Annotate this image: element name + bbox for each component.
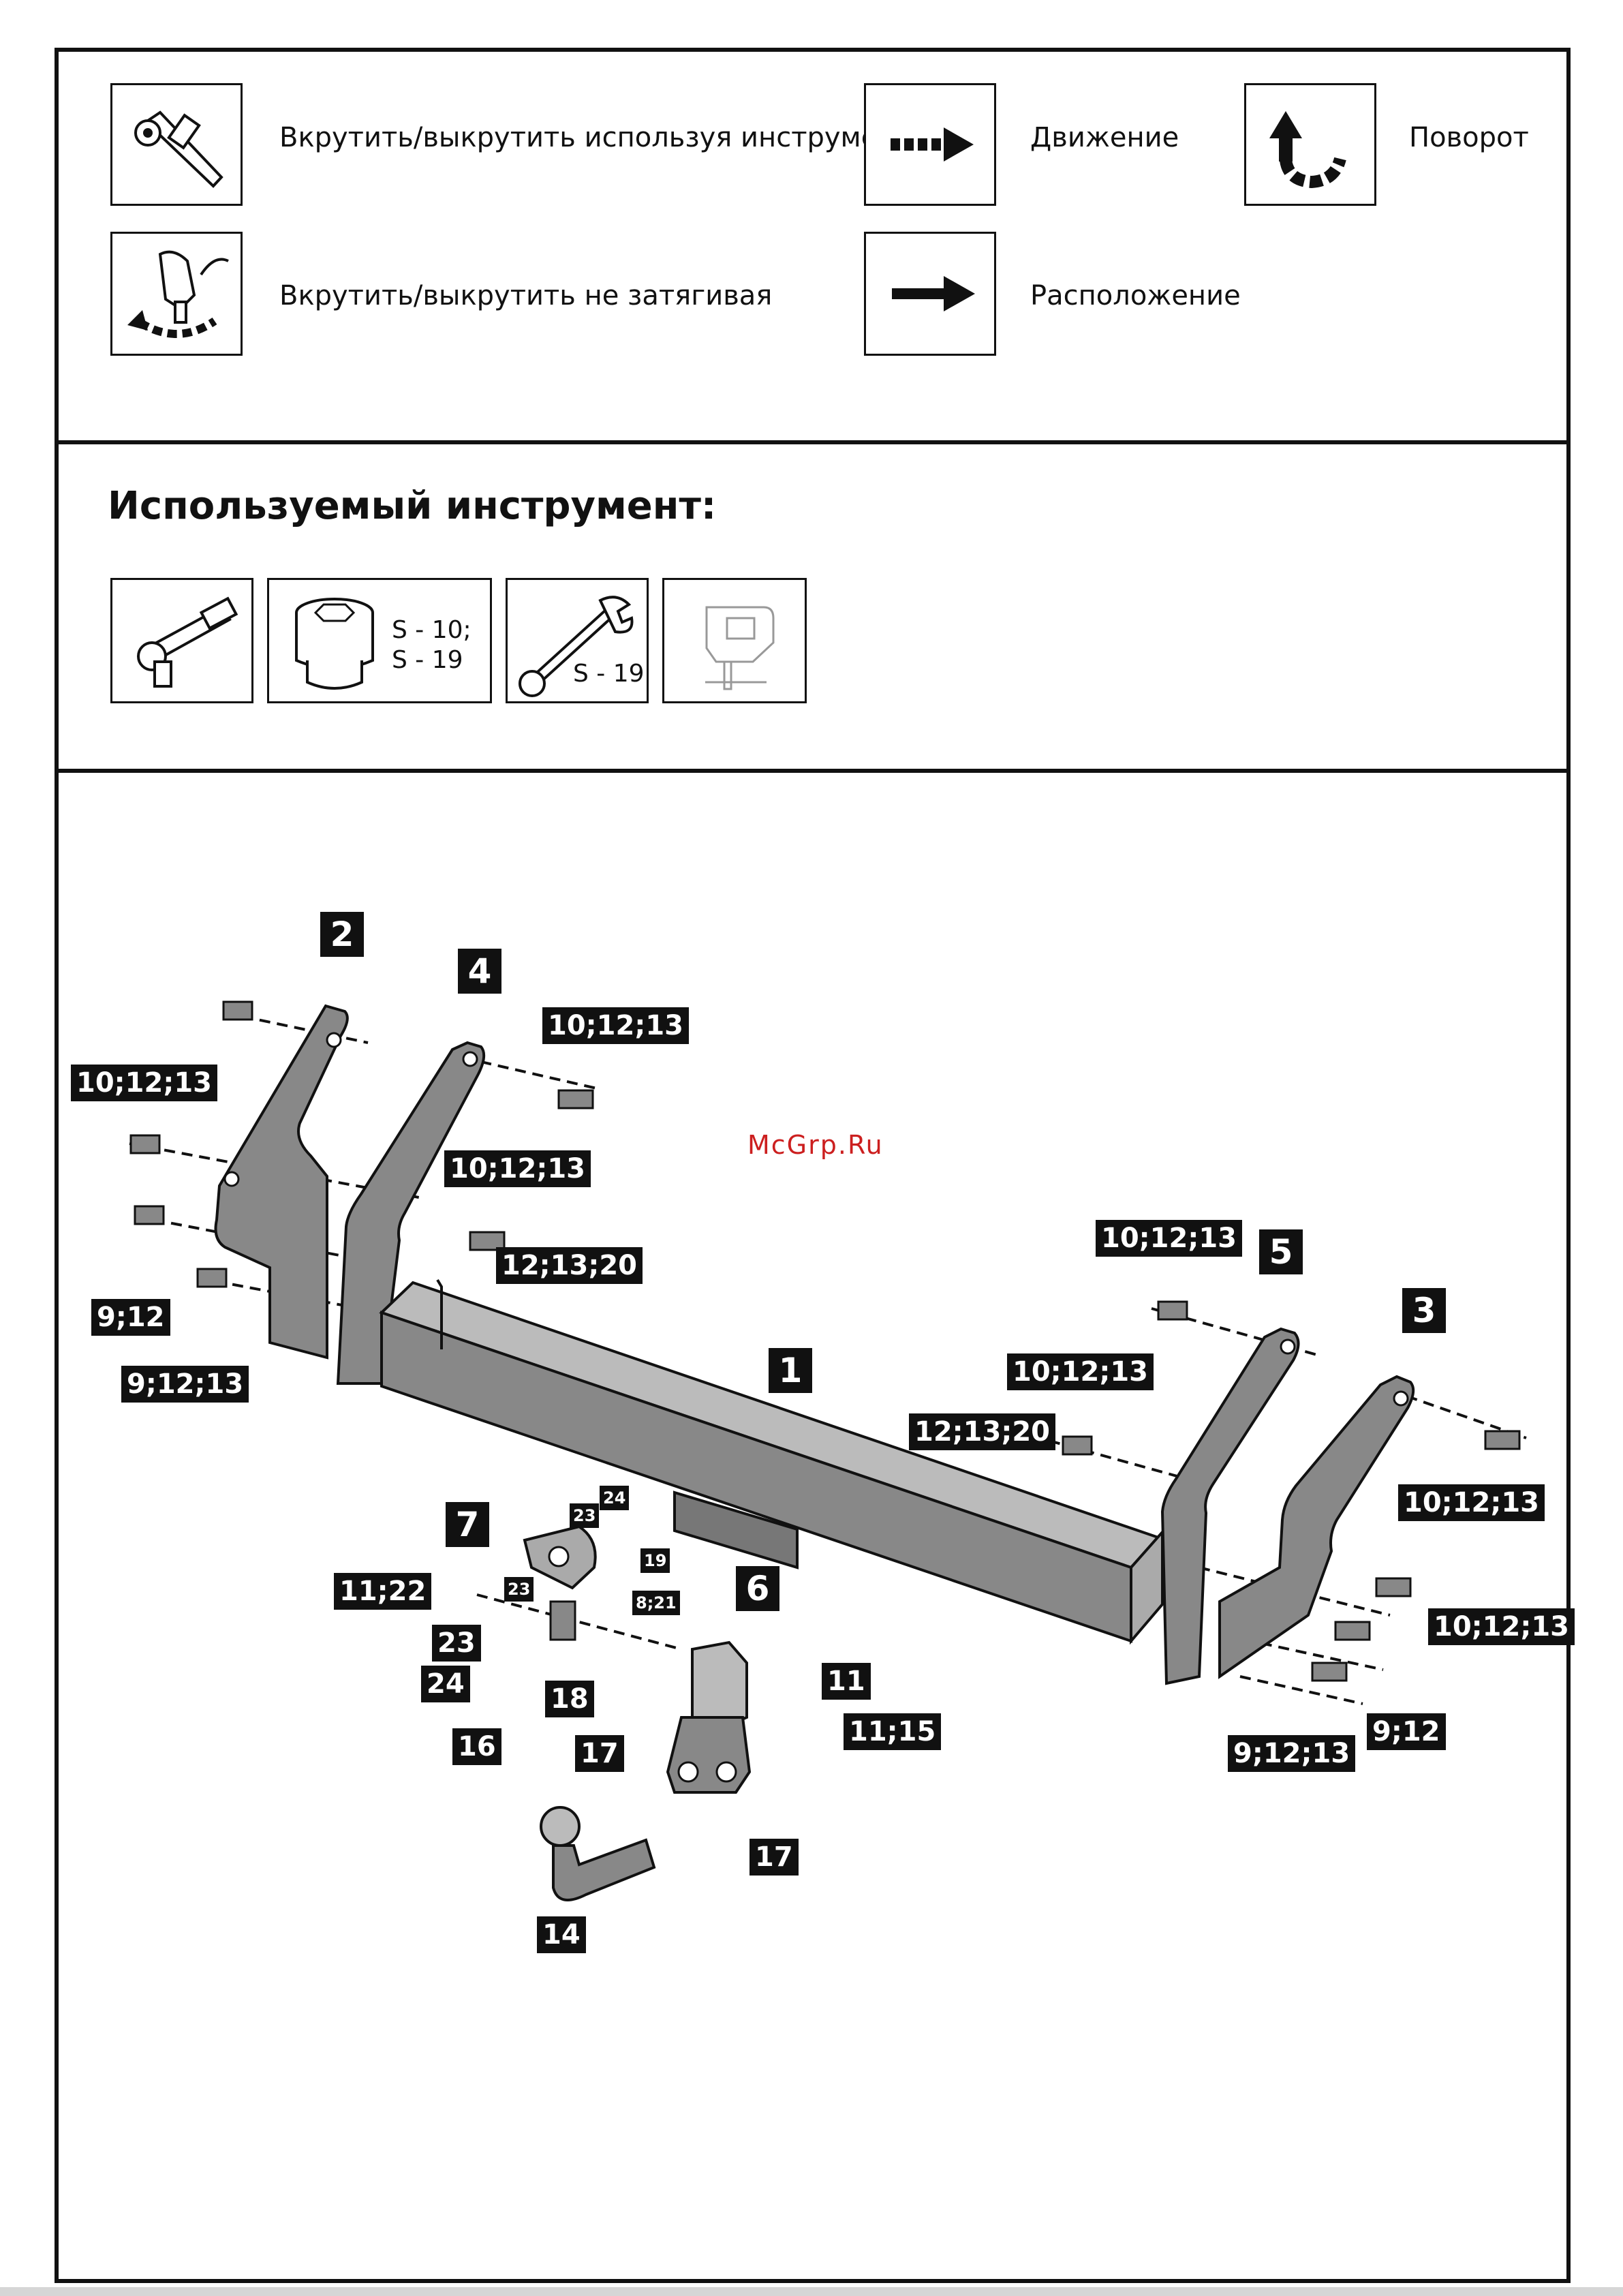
callout-part-3: 3 bbox=[1402, 1288, 1446, 1333]
callout-part-17: 17 bbox=[749, 1839, 799, 1876]
callout-part-17: 17 bbox=[575, 1735, 624, 1772]
callout-part-18: 18 bbox=[545, 1681, 594, 1717]
ball-hitch-14 bbox=[540, 1806, 656, 1901]
dashed-arrow-icon bbox=[864, 83, 996, 206]
socket-icon: S - 10; S - 19 bbox=[267, 578, 492, 703]
ratchet-wrench-icon bbox=[110, 83, 243, 206]
callout-fastener-12-13-20: 12;13;20 bbox=[496, 1247, 643, 1284]
hitch-mount-6 bbox=[666, 1640, 752, 1794]
callout-part-2: 2 bbox=[320, 912, 364, 957]
callout-fastener-9-12: 9;12 bbox=[91, 1299, 170, 1336]
callout-part-24: 24 bbox=[600, 1486, 630, 1510]
socket-size-19: S - 19 bbox=[392, 646, 463, 674]
bracket-4 bbox=[336, 1041, 486, 1385]
socket-size-10: S - 10; bbox=[392, 616, 472, 644]
callout-part-4: 4 bbox=[458, 949, 501, 994]
bracket-18 bbox=[549, 1600, 576, 1641]
legend-label-location: Расположение bbox=[1030, 280, 1241, 311]
callout-fastener-9-12-13: 9;12;13 bbox=[121, 1366, 249, 1403]
callout-fastener-11-22: 11;22 bbox=[334, 1573, 432, 1610]
crossbar-1 bbox=[379, 1279, 1164, 1645]
tools-title: Используемый инструмент: bbox=[108, 484, 717, 528]
legend-label-hand-tighten: Вкрутить/выкрутить не затягивая bbox=[279, 280, 773, 311]
open-end-wrench-icon: S - 19 bbox=[506, 578, 649, 703]
jigsaw-icon bbox=[662, 578, 807, 703]
page-frame bbox=[55, 48, 1571, 2283]
bracket-2 bbox=[214, 1004, 349, 1360]
callout-part-23: 23 bbox=[570, 1503, 600, 1528]
callout-part-6: 6 bbox=[736, 1566, 779, 1611]
solid-arrow-icon bbox=[864, 232, 996, 356]
callout-part-1: 1 bbox=[769, 1348, 812, 1393]
callout-part-24: 24 bbox=[421, 1666, 470, 1702]
callout-fastener-10-12-13: 10;12;13 bbox=[1398, 1484, 1545, 1521]
ratchet-icon bbox=[110, 578, 253, 703]
callout-part-19: 19 bbox=[640, 1548, 670, 1573]
callout-fastener-10-12-13: 10;12;13 bbox=[1007, 1353, 1154, 1390]
callout-fastener-10-12-13: 10;12;13 bbox=[1096, 1220, 1242, 1257]
callout-fastener-10-12-13: 10;12;13 bbox=[444, 1150, 591, 1187]
legend-label-rotation: Поворот bbox=[1409, 122, 1529, 153]
bracket-3 bbox=[1218, 1375, 1415, 1679]
legend-label-movement: Движение bbox=[1030, 122, 1179, 153]
callout-part-23: 23 bbox=[432, 1625, 481, 1662]
callout-fastener-11-15: 11;15 bbox=[844, 1713, 942, 1750]
section-divider-legend bbox=[55, 440, 1571, 444]
callout-fastener-9-12: 9;12 bbox=[1367, 1713, 1446, 1750]
page-bottom-band bbox=[0, 2287, 1623, 2296]
socket-plate-7 bbox=[523, 1525, 597, 1590]
wrench-size: S - 19 bbox=[573, 660, 645, 688]
rotate-arrow-icon bbox=[1244, 83, 1376, 206]
callout-part-11: 11 bbox=[822, 1663, 871, 1700]
callout-fastener-12-13-20: 12;13;20 bbox=[909, 1413, 1055, 1450]
callout-fastener-10-12-13: 10;12;13 bbox=[71, 1065, 217, 1101]
callout-fastener-9-12-13: 9;12;13 bbox=[1228, 1735, 1356, 1772]
callout-fastener-8-21: 8;21 bbox=[632, 1591, 680, 1615]
callout-part-5: 5 bbox=[1259, 1229, 1303, 1274]
callout-fastener-10-12-13: 10;12;13 bbox=[542, 1007, 689, 1044]
watermark: McGrp.Ru bbox=[747, 1130, 884, 1160]
hand-tighten-icon bbox=[110, 232, 243, 356]
callout-fastener-10-12-13: 10;12;13 bbox=[1428, 1608, 1575, 1645]
bracket-5 bbox=[1160, 1327, 1300, 1685]
callout-part-23: 23 bbox=[504, 1577, 534, 1602]
legend-label-tool: Вкрутить/выкрутить используя инструмент bbox=[279, 122, 912, 153]
section-divider-tools bbox=[55, 769, 1571, 773]
callout-part-14: 14 bbox=[537, 1916, 586, 1953]
callout-part-16: 16 bbox=[452, 1728, 501, 1765]
callout-part-7: 7 bbox=[446, 1502, 489, 1547]
